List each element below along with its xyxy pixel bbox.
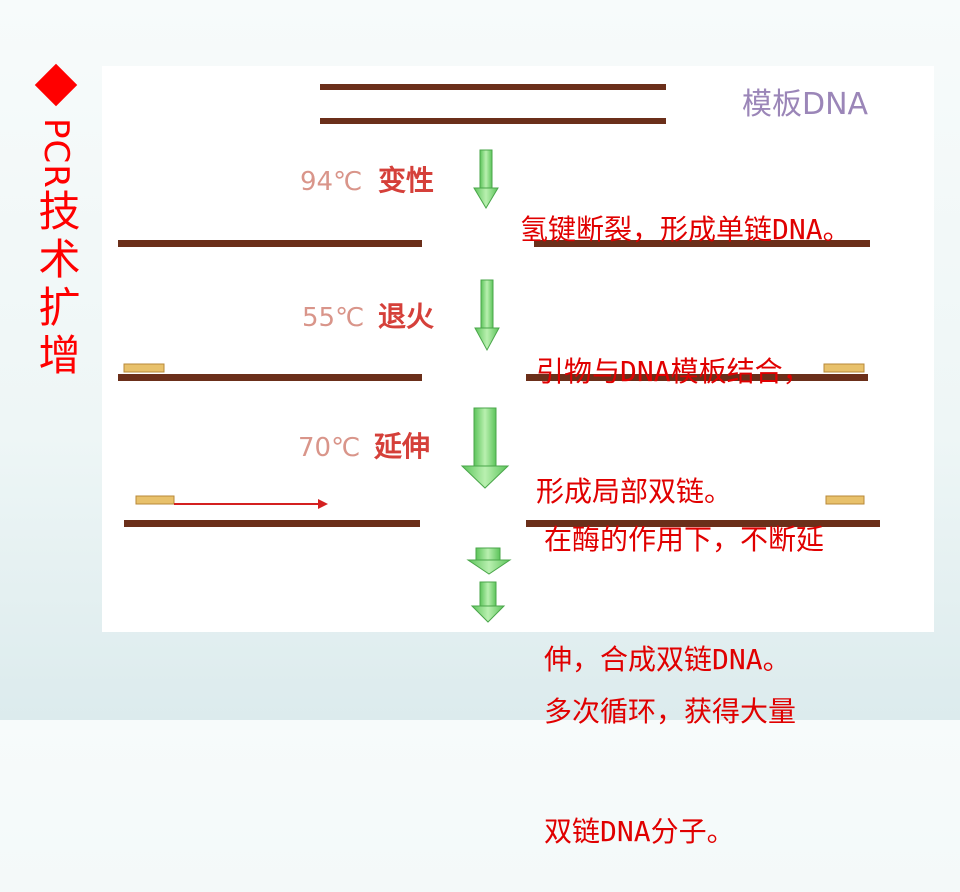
primer-right [823,363,865,373]
down-arrow-icon [473,149,499,209]
step-temp-70: 70℃ [298,433,360,463]
extending-strand-right [526,520,880,527]
note-anneal: 引物与DNA模板结合， 形成局部双链。 [536,272,811,552]
extending-primer-left [135,495,175,505]
annealed-strand-left [118,374,422,381]
note-line: 引物与DNA模板结合， [536,355,811,388]
diamond-bullet-icon [34,63,78,107]
template-strand-top [320,84,666,90]
note-line: 在酶的作用下，不断延 [544,523,825,556]
single-strand-left [118,240,422,247]
step-temp-55: 55℃ [302,303,364,333]
annealed-strand-right [526,374,868,381]
single-strand-right [534,240,870,247]
step-name-anneal: 退火 [378,300,434,333]
down-arrow-icon [470,581,506,623]
note-cycle: 多次循环，获得大量 双链DNA分子。 [544,612,796,892]
down-arrow-icon [460,407,510,489]
extension-arrow-icon [174,499,328,509]
extending-primer-right [825,495,865,505]
step-name-denature: 变性 [378,164,434,197]
note-extend: 在酶的作用下，不断延 伸，合成双链DNA。 [544,440,824,720]
template-strand-bottom [320,118,666,124]
diagram-panel: 模板DNA 94℃ 变性 55℃ 退火 70℃ 延伸 [102,66,934,632]
note-line: 多次循环，获得大量 [544,695,797,728]
note-line: 形成局部双链。 [536,475,733,508]
note-line: 伸，合成双链DNA。 [544,643,791,676]
note-denature: 氢键断裂，形成单链DNA。 [520,130,851,290]
note-line: 双链DNA分子。 [544,815,735,848]
extending-strand-left [124,520,420,527]
note-line: 氢键断裂，形成单链DNA。 [520,213,851,246]
step-temp-94: 94℃ [300,167,362,197]
down-arrow-icon [466,547,512,575]
title-pcr: PCR [36,118,76,189]
template-dna-label: 模板DNA [742,87,869,122]
primer-left [123,363,165,373]
title-cjk: 技术扩增 [32,188,81,381]
step-name-extend: 延伸 [373,430,430,463]
down-arrow-icon [474,279,500,352]
vertical-title: PCR 技术扩增 [26,62,86,381]
pcr-diagram: 模板DNA 94℃ 变性 55℃ 退火 70℃ 延伸 [118,84,880,623]
